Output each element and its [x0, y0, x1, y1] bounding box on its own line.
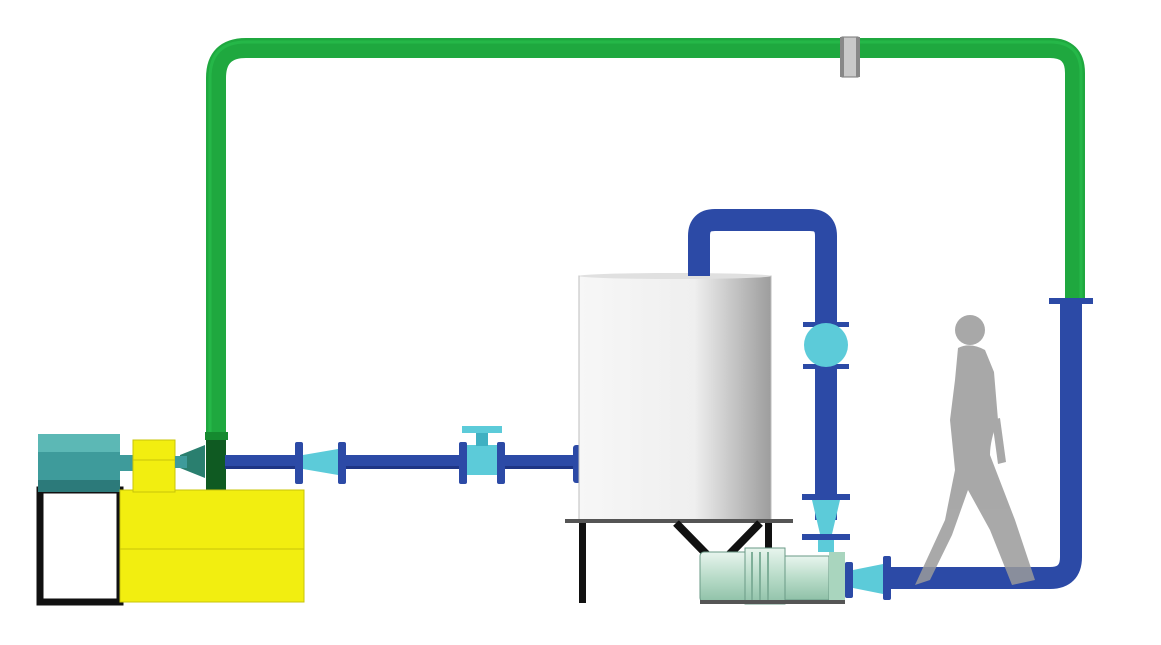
flange-icon: [295, 442, 303, 484]
top-flange-icon: [840, 36, 860, 78]
reducer-icon: [812, 500, 840, 534]
suction-loop: [688, 209, 850, 552]
gate-valve-icon: [459, 426, 505, 484]
sight-glass-icon: [804, 323, 848, 367]
pump-skid: [36, 434, 305, 606]
discharge-line: [180, 426, 581, 484]
green-blue-flange: [1049, 298, 1093, 304]
flange-icon: [338, 442, 346, 484]
walking-person-silhouette-icon: [915, 315, 1035, 585]
centrifugal-pump: [699, 547, 845, 605]
outlet-line: [845, 304, 1082, 600]
skid-housing: [119, 489, 305, 603]
skid-pump-head: [132, 439, 176, 493]
reducer-icon: [303, 449, 338, 475]
tank: [565, 273, 793, 603]
return-line: [205, 36, 1093, 492]
